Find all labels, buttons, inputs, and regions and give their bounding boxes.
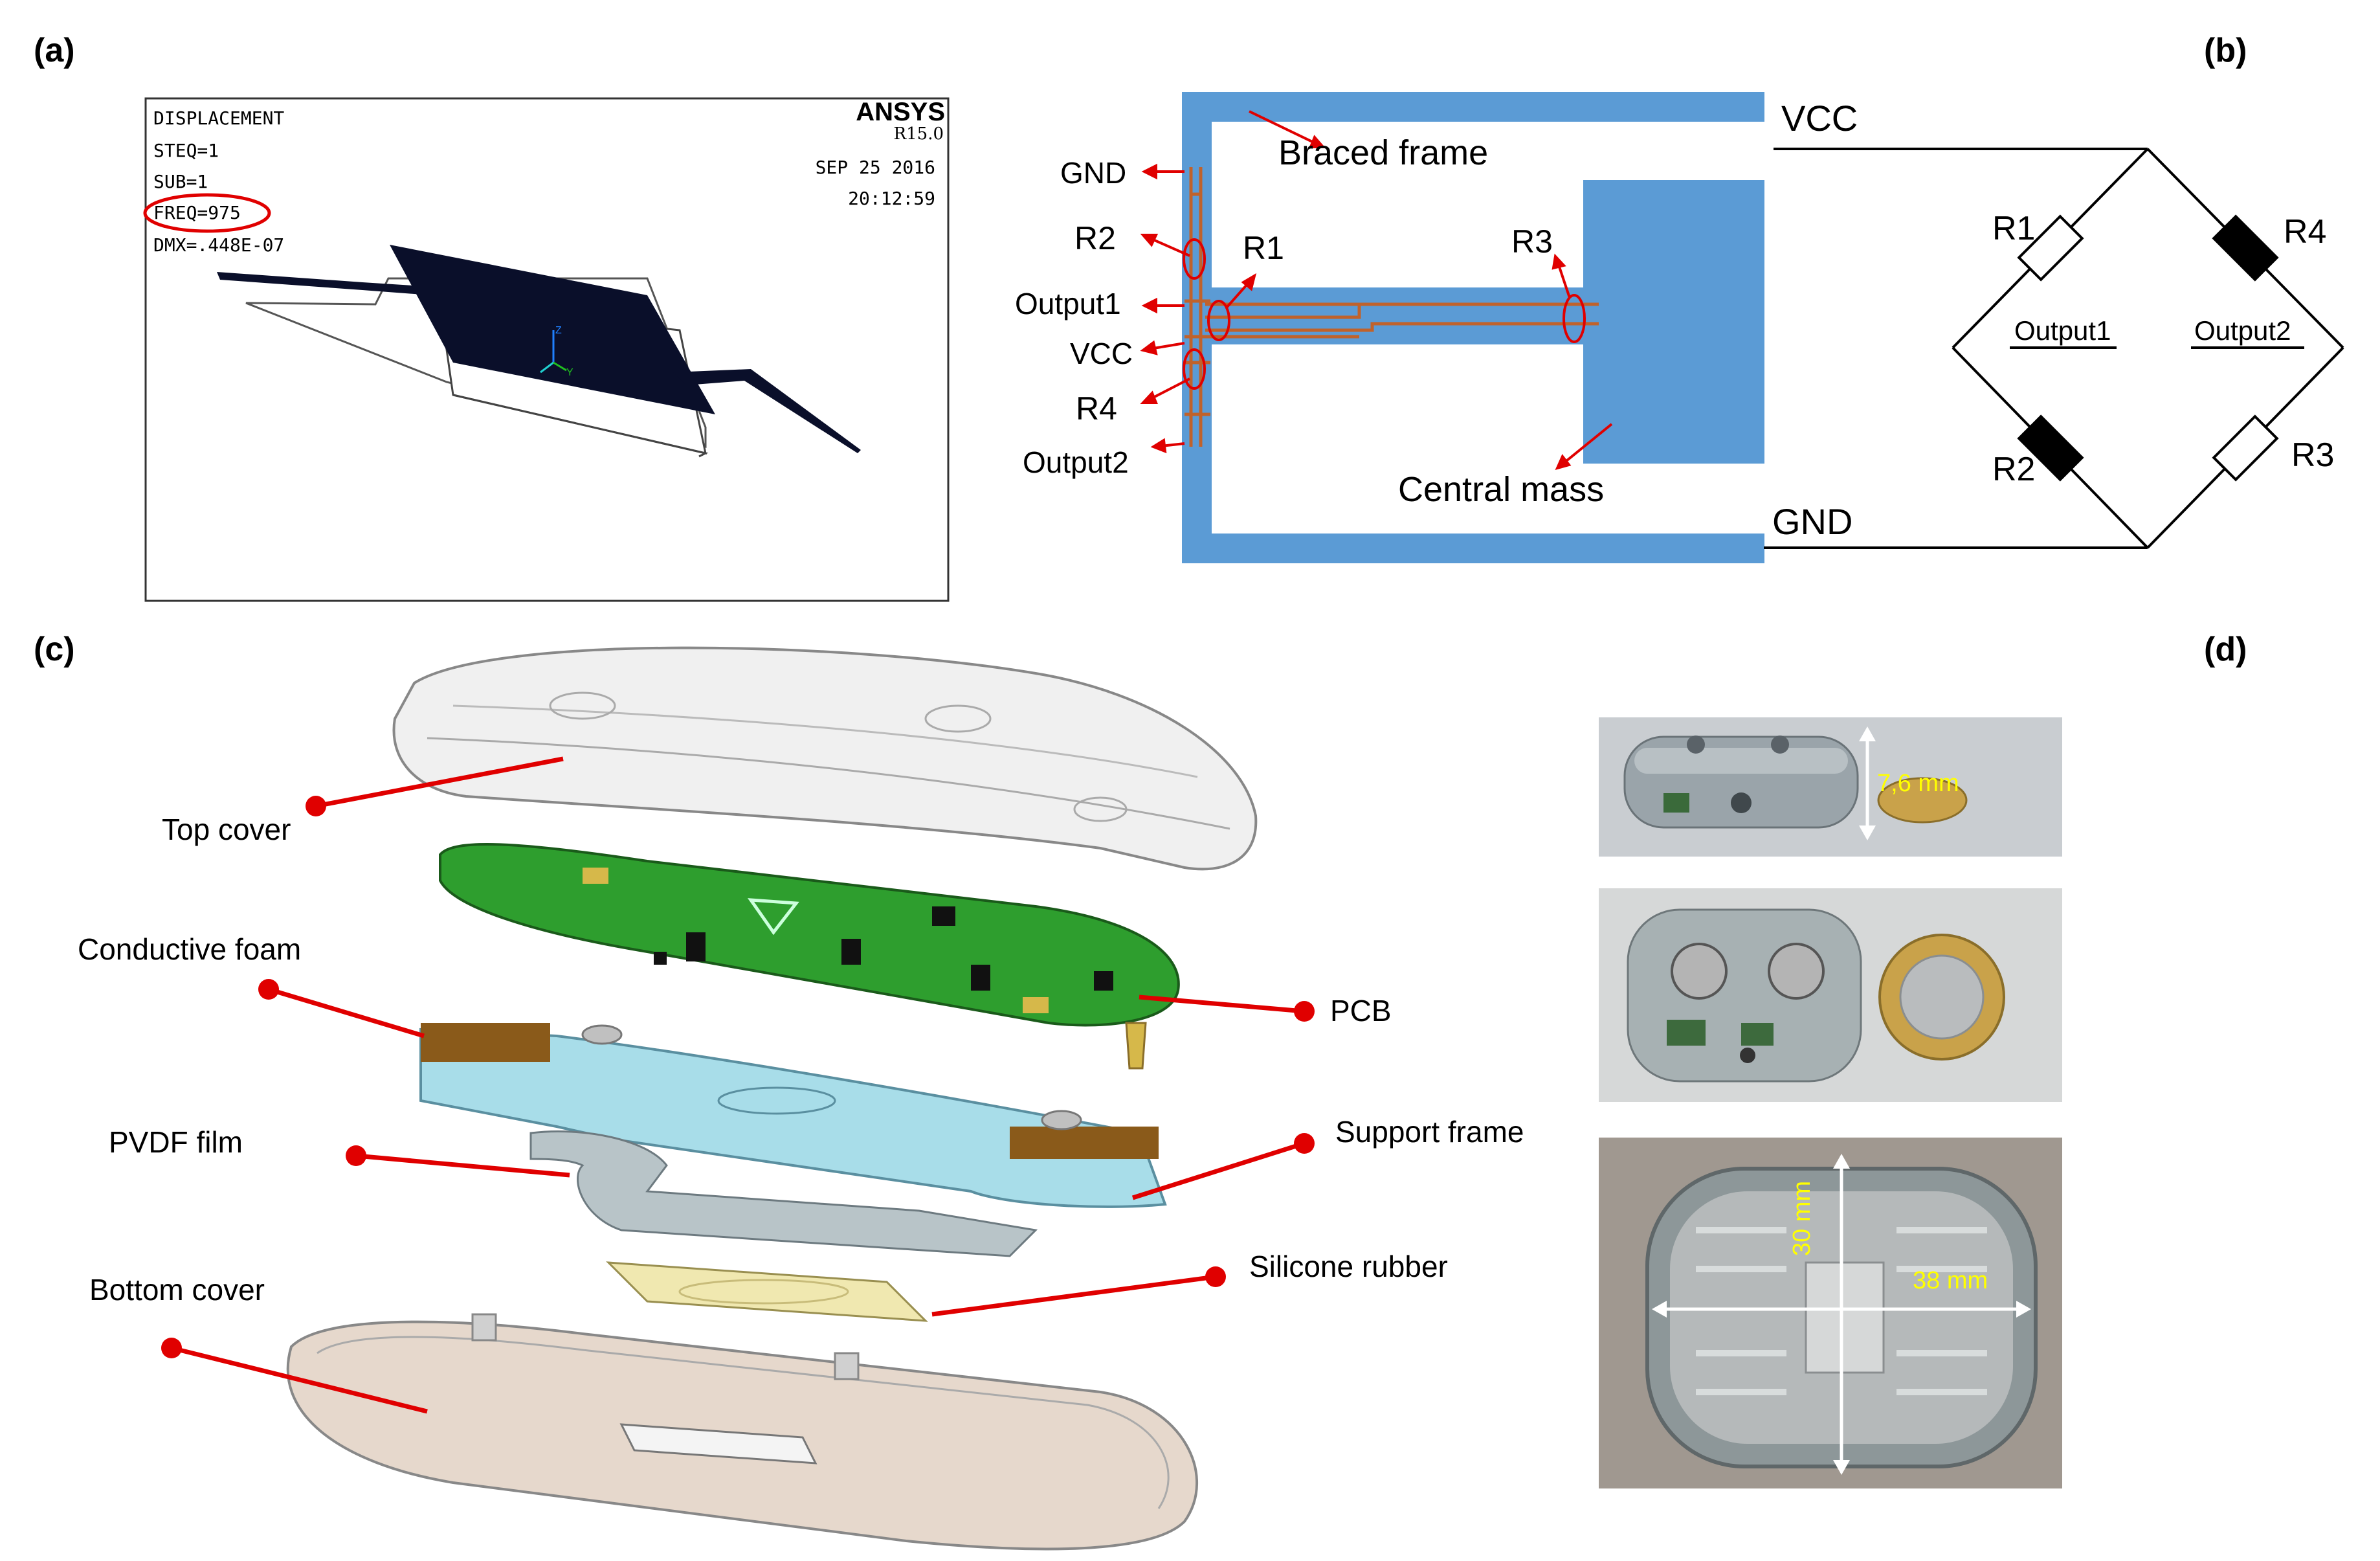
- undeformed-lower-edge: [452, 394, 709, 458]
- bridge-output2-label: Output2: [2194, 315, 2291, 346]
- r2-marker: [1183, 238, 1206, 280]
- photo-side-view: 7,6 mm: [1599, 717, 2062, 857]
- panel-label-c: (c): [34, 631, 75, 668]
- freq-highlight-ellipse: [143, 193, 271, 233]
- exploded-view: Top cover Conductive foam PCB PVDF film …: [78, 646, 1524, 1551]
- bridge-r1-label: R1: [1992, 210, 2035, 247]
- coordinate-triad-icon: Z Y: [540, 325, 573, 378]
- braced-frame-label: Braced frame: [1278, 133, 1488, 172]
- r3-marker: [1563, 294, 1586, 343]
- support-frame-part: [419, 1023, 1167, 1208]
- width-horizontal-dimension: 38 mm: [1913, 1267, 1988, 1294]
- r1-layout-label: R1: [1243, 230, 1284, 266]
- output2-pin-label: Output2: [1023, 445, 1129, 479]
- conductive-foam-label: Conductive foam: [78, 932, 301, 966]
- ansys-panel: DISPLACEMENT STEQ=1 SUB=1 FREQ=975 DMX=.…: [143, 97, 950, 602]
- deformed-beam-right: [673, 369, 861, 453]
- ansys-version: R15.0: [894, 124, 944, 144]
- height-dimension: 7,6 mm: [1877, 770, 1959, 797]
- central-mass: [1583, 180, 1764, 464]
- panel-label-d: (d): [2204, 631, 2247, 668]
- central-mass-label: Central mass: [1398, 470, 1604, 509]
- layout-arrows: [1140, 110, 1613, 471]
- bridge-r3-label: R3: [2291, 436, 2334, 474]
- output1-pin-label: Output1: [1015, 287, 1121, 320]
- bridge-labels: VCC GND R1 R4 R2 R3 Output1 Output2: [1772, 98, 2334, 542]
- pcb-part: [439, 843, 1180, 1070]
- vcc-pin-label: VCC: [1070, 337, 1133, 370]
- bottom-cover-part: [286, 1313, 1199, 1551]
- pvdf-film-part: [529, 1130, 1038, 1257]
- exploded-leader-dots: [161, 796, 1315, 1358]
- silicone-rubber-label: Silicone rubber: [1249, 1250, 1448, 1283]
- r4-marker: [1183, 348, 1206, 390]
- bridge-r1-resistor: [2017, 214, 2084, 282]
- braced-frame-top: [1182, 92, 1764, 122]
- gnd-pin-label: GND: [1060, 156, 1126, 190]
- bridge-r4-label: R4: [2284, 213, 2326, 251]
- bridge-r4-resistor: [2212, 214, 2279, 282]
- ansys-title: DISPLACEMENT: [153, 107, 284, 129]
- bridge-r3-resistor: [2212, 414, 2279, 482]
- pvdf-film-label: PVDF film: [109, 1125, 243, 1159]
- ansys-brand: ANSYS: [856, 98, 945, 126]
- panel-label-b: (b): [2204, 32, 2247, 69]
- exploded-leaders: [171, 756, 1306, 1414]
- sensor-layout-diagram: Braced frame Central mass GND R2 R1 R3 O…: [1015, 92, 1764, 563]
- braced-frame-left: [1182, 92, 1212, 563]
- bridge-r2-resistor: [2017, 414, 2084, 482]
- top-cover-label: Top cover: [162, 813, 291, 846]
- ansys-time: 20:12:59: [848, 188, 935, 209]
- ansys-date: SEP 25 2016: [816, 157, 935, 178]
- bridge-output1-label: Output1: [2014, 315, 2111, 346]
- photo-bottom-view: 30 mm 38 mm: [1599, 1138, 2062, 1488]
- copper-traces: [1184, 167, 1599, 447]
- ansys-freq: FREQ=975: [153, 202, 241, 223]
- bridge-vcc-label: VCC: [1781, 98, 1858, 139]
- bridge-r2-label: R2: [1992, 451, 2035, 488]
- pcb-label: PCB: [1330, 994, 1392, 1028]
- bottom-cover-label: Bottom cover: [89, 1273, 265, 1307]
- r3-layout-label: R3: [1511, 223, 1553, 260]
- r4-pin-label: R4: [1076, 390, 1117, 427]
- photo-top-view: [1599, 888, 2062, 1102]
- r2-pin-label: R2: [1074, 220, 1116, 256]
- silicone-rubber-part: [606, 1261, 928, 1322]
- support-frame-label: Support frame: [1335, 1115, 1524, 1149]
- panel-label-a: (a): [34, 32, 75, 69]
- bridge-gnd-label: GND: [1772, 501, 1852, 542]
- axis-z-label: Z: [555, 325, 562, 336]
- ansys-sub: SUB=1: [153, 171, 208, 192]
- ansys-steq: STEQ=1: [153, 140, 219, 161]
- r1-marker: [1207, 300, 1230, 341]
- wheatstone-bridge: [1764, 148, 2344, 549]
- width-vertical-dimension: 30 mm: [1788, 1181, 1816, 1256]
- braced-frame-bottom: [1182, 533, 1764, 563]
- ansys-dmx: DMX=.448E-07: [153, 234, 284, 256]
- photos-panel: 7,6 mm: [1599, 717, 2062, 1488]
- deformed-beam-left: [217, 272, 466, 298]
- top-cover-part: [392, 646, 1258, 871]
- deformed-mass-plate: [390, 245, 715, 414]
- axis-y-label: Y: [566, 367, 573, 378]
